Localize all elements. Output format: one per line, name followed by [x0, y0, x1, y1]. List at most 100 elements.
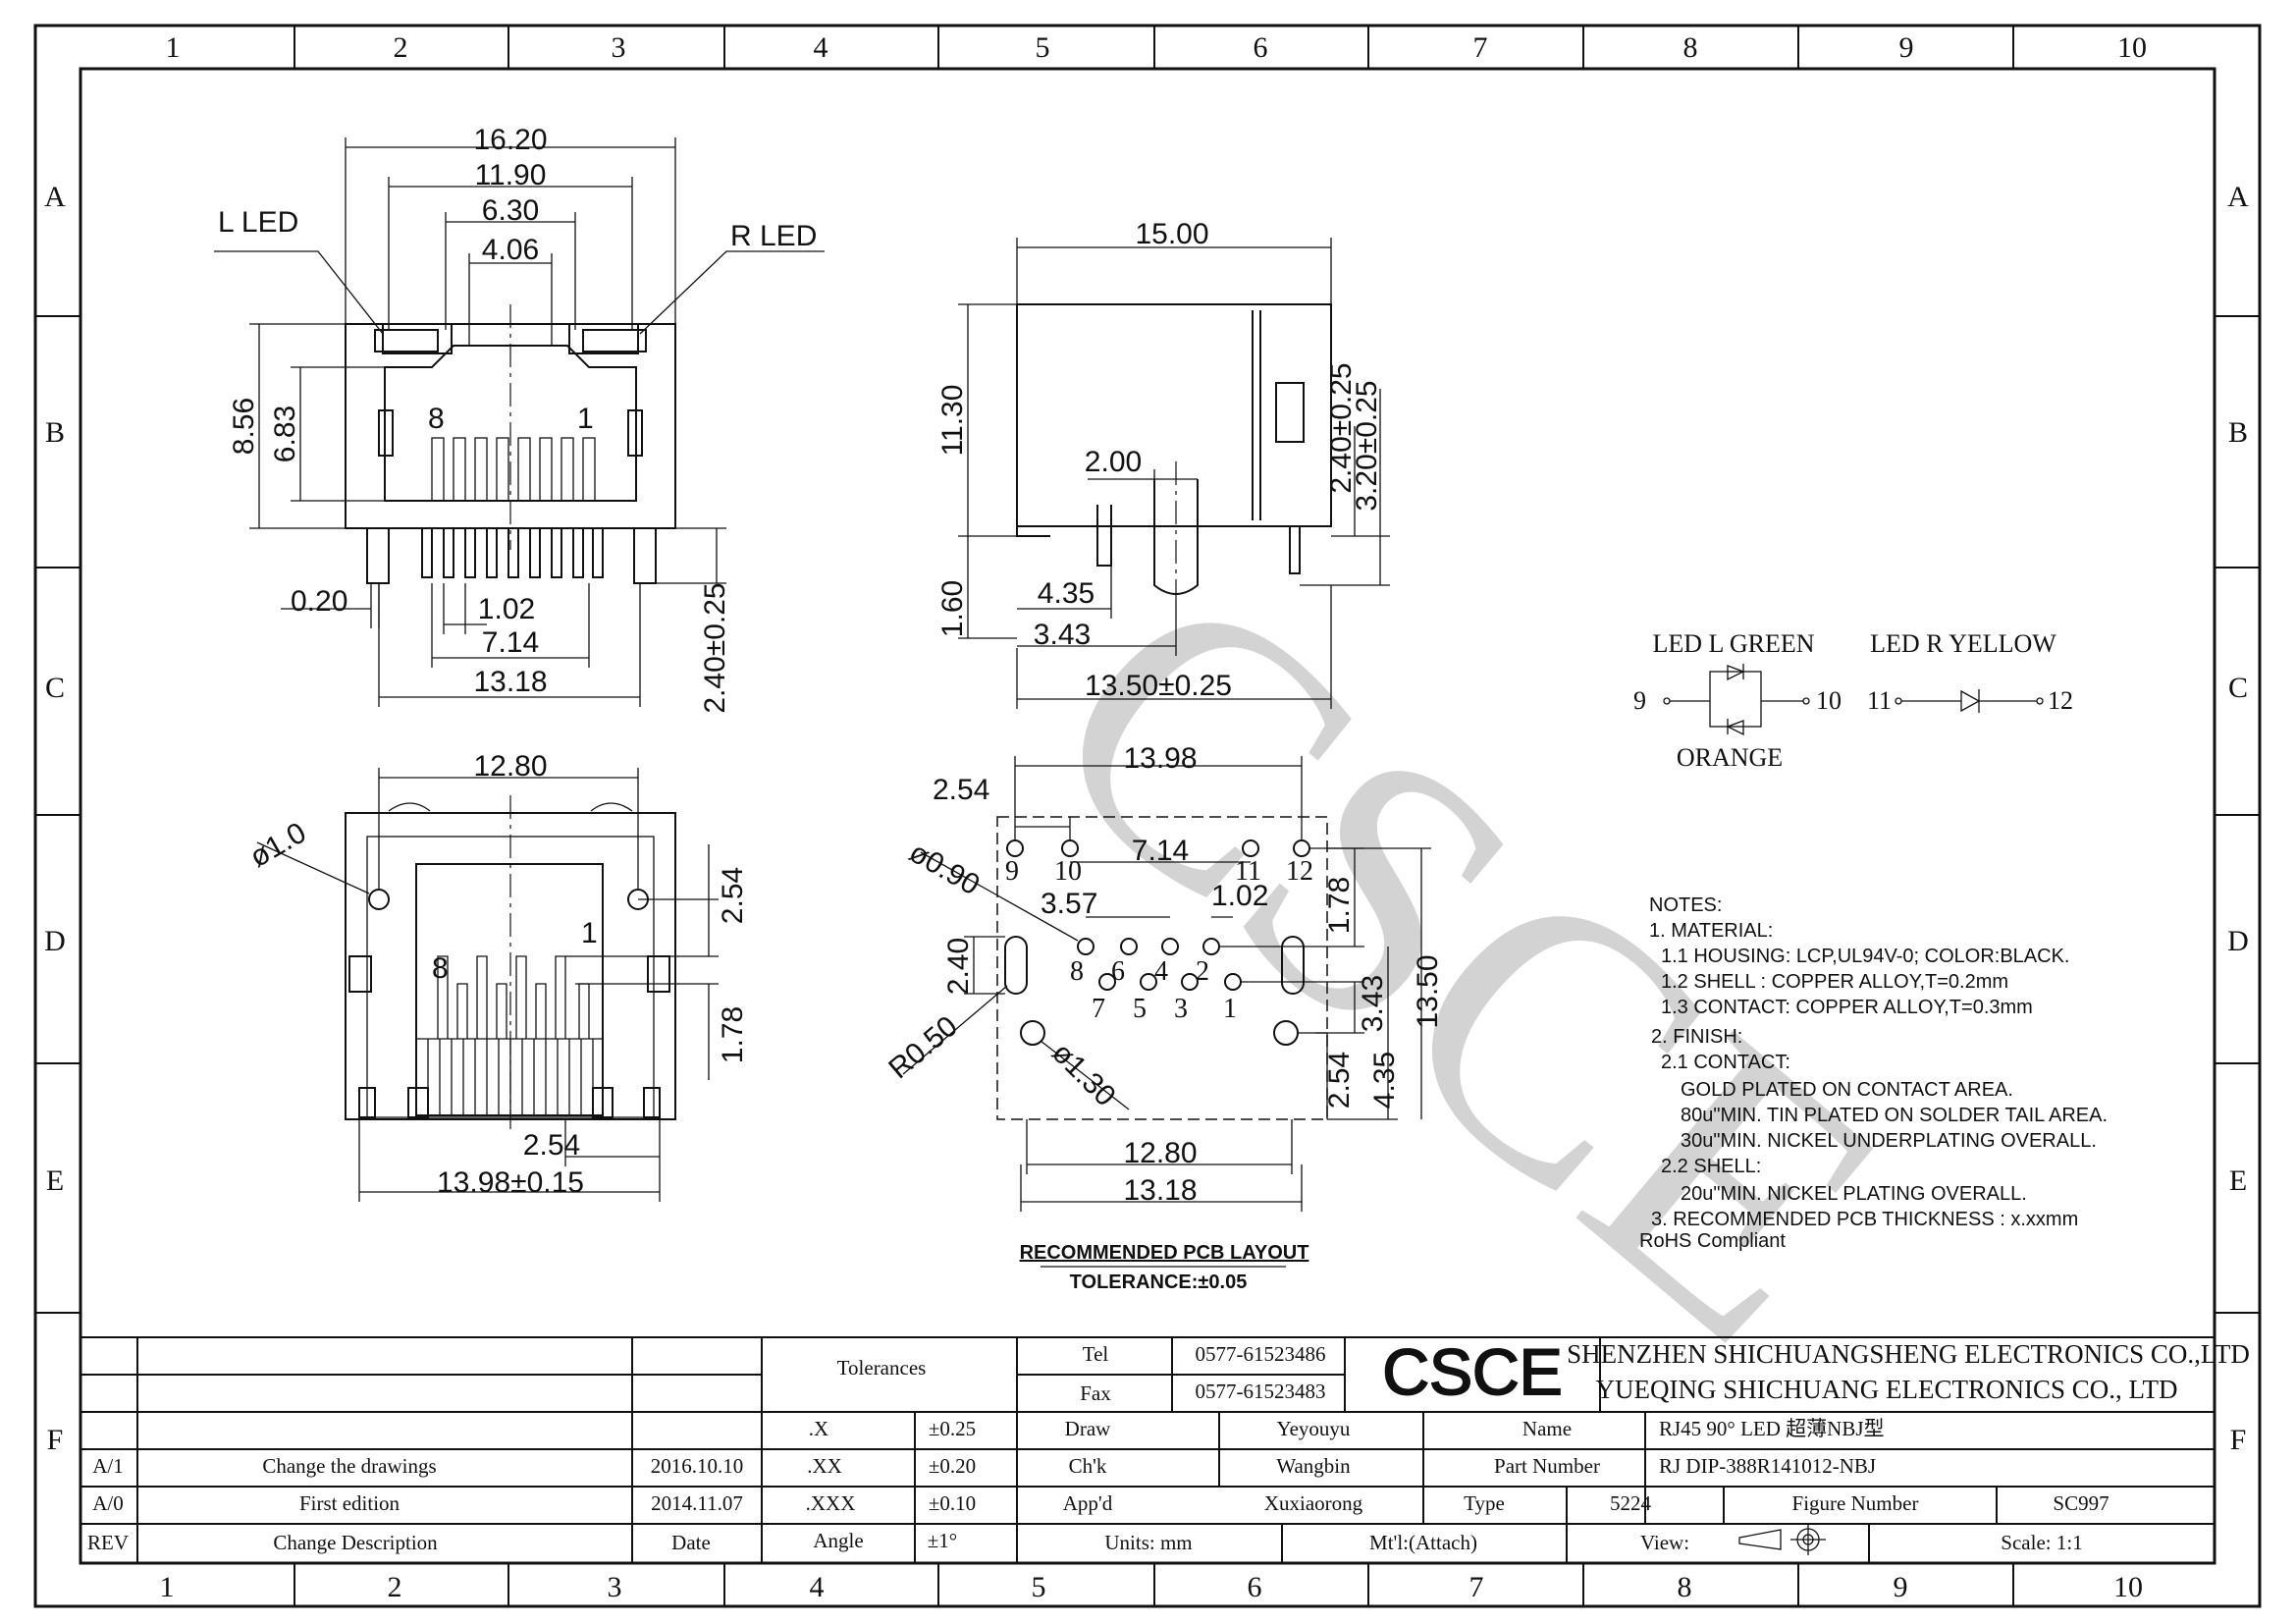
- rev-a0-desc: First edition: [299, 1491, 400, 1515]
- dim-2-54-bottom-v: 2.54: [717, 867, 749, 924]
- dim-6-30: 6.30: [482, 194, 539, 227]
- pcb-layout-caption: RECOMMENDED PCB LAYOUT: [1020, 1242, 1309, 1264]
- tol-angle-val: ±1°: [928, 1529, 957, 1552]
- tol-x-key: .X: [809, 1417, 828, 1440]
- col-7-bottom: 7: [1469, 1571, 1484, 1603]
- row-e-left: E: [46, 1164, 64, 1197]
- dim-hole-1-0: ø1.0: [244, 816, 311, 874]
- front-pin-1-label: 1: [577, 403, 594, 435]
- led-schematic: LED L GREEN LED R YELLOW ORANGE 9 10 11 …: [1633, 629, 2073, 772]
- rev-header: REV: [87, 1531, 129, 1554]
- approve-label: App'd: [1063, 1491, 1113, 1515]
- check-value: Wangbin: [1276, 1454, 1351, 1478]
- l-led-label: L LED: [218, 206, 298, 239]
- dim-16-20: 16.20: [473, 124, 547, 156]
- dim-12-80-bottom: 12.80: [473, 750, 547, 783]
- draw-label: Draw: [1065, 1417, 1111, 1440]
- dim-2-54-pcb: 2.54: [1323, 1052, 1356, 1109]
- figure-number-value: SC997: [2053, 1491, 2109, 1515]
- row-f-right: F: [2230, 1424, 2247, 1456]
- note-1-1: 1.1 HOUSING: LCP,UL94V-0; COLOR:BLACK.: [1661, 946, 2069, 967]
- note-2-1-b: 80u"MIN. TIN PLATED ON SOLDER TAIL AREA.: [1681, 1105, 2108, 1126]
- pcb-pin-10: 10: [1054, 856, 1082, 887]
- dim-hole-1-30: ø1.30: [1045, 1037, 1122, 1113]
- view-label: View:: [1640, 1531, 1689, 1554]
- col-1-top: 1: [166, 31, 181, 64]
- note-1-2: 1.2 SHELL : COPPER ALLOY,T=0.2mm: [1661, 971, 2008, 993]
- note-2-1-a: GOLD PLATED ON CONTACT AREA.: [1681, 1079, 2013, 1101]
- part-number-value: RJ DIP-388R141012-NBJ: [1659, 1454, 1876, 1478]
- tol-xx-key: .XX: [807, 1454, 842, 1478]
- note-1: 1. MATERIAL:: [1649, 920, 1773, 942]
- note-2-2-a: 20u"MIN. NICKEL PLATING OVERALL.: [1681, 1183, 2027, 1205]
- dim-3-43-side: 3.43: [1034, 619, 1091, 651]
- tel-label: Tel: [1083, 1342, 1109, 1366]
- dim-4-35-pcb: 4.35: [1368, 1052, 1401, 1109]
- col-8-bottom: 8: [1678, 1571, 1692, 1603]
- dim-11-90: 11.90: [475, 159, 547, 191]
- col-4-top: 4: [814, 31, 828, 64]
- name-label: Name: [1522, 1417, 1572, 1440]
- dim-2-40-side: 2.40±0.25: [1325, 362, 1358, 493]
- dim-7-14-pcb: 7.14: [1132, 835, 1189, 867]
- pcb-pin-7: 7: [1092, 994, 1105, 1024]
- front-view: 8 1 L LED R LED 16.20 11.90 6.30 4.06 8.…: [214, 124, 825, 714]
- part-number-label: Part Number: [1494, 1454, 1600, 1478]
- dim-2-40-pcb: 2.40: [942, 938, 975, 995]
- note-2: 2. FINISH:: [1651, 1026, 1742, 1048]
- desc-header: Change Description: [273, 1531, 438, 1554]
- col-4-bottom: 4: [810, 1571, 825, 1603]
- col-3-top: 3: [612, 31, 626, 64]
- dim-1-02-pcb: 1.02: [1211, 880, 1268, 912]
- dim-1-78-pcb: 1.78: [1323, 877, 1356, 934]
- dim-13-98-pcb: 13.98: [1123, 742, 1197, 775]
- pcb-pin-5: 5: [1133, 994, 1147, 1024]
- dim-4-35-side: 4.35: [1038, 577, 1095, 610]
- dim-r0-50: R0.50: [882, 1010, 964, 1086]
- dim-4-06: 4.06: [482, 234, 539, 266]
- led-pin-12: 12: [2048, 686, 2073, 715]
- pcb-pin-3: 3: [1174, 994, 1188, 1024]
- r-led-label: R LED: [730, 220, 817, 252]
- front-pin-8-label: 8: [428, 403, 445, 435]
- notes-title: NOTES:: [1649, 894, 1722, 916]
- tol-xx-val: ±0.20: [929, 1454, 976, 1478]
- dim-2-54-bottom: 2.54: [523, 1129, 580, 1162]
- dim-13-18-pcb: 13.18: [1123, 1174, 1197, 1207]
- zone-ticks: [35, 26, 2260, 1606]
- title-block-grid: [80, 1336, 2215, 1563]
- company-name-1: SHENZHEN SHICHUANGSHENG ELECTRONICS CO.,…: [1567, 1339, 2250, 1369]
- col-9-top: 9: [1899, 31, 1914, 64]
- col-6-bottom: 6: [1248, 1571, 1262, 1603]
- tol-x-val: ±0.25: [929, 1417, 976, 1440]
- dim-3-57: 3.57: [1041, 888, 1097, 920]
- led-left-title: LED L GREEN: [1652, 629, 1814, 658]
- rev-a0: A/0: [92, 1491, 124, 1515]
- pcb-pin-9: 9: [1005, 856, 1019, 887]
- dim-1-02: 1.02: [478, 593, 535, 625]
- row-b-left: B: [45, 416, 65, 449]
- dim-6-83: 6.83: [269, 406, 301, 462]
- col-2-bottom: 2: [388, 1571, 402, 1603]
- led-pin-9: 9: [1633, 686, 1646, 715]
- dim-3-20-side: 3.20±0.25: [1351, 380, 1383, 511]
- dim-15-00: 15.00: [1135, 218, 1208, 250]
- tol-xxx-key: .XXX: [806, 1491, 856, 1515]
- rev-a0-date: 2014.11.07: [651, 1491, 743, 1515]
- col-10-top: 10: [2117, 31, 2147, 64]
- zone-labels: 1 2 3 4 5 6 7 8 9 10 1 2 3 4 5 6 7 8 9 1…: [44, 31, 2249, 1603]
- figure-number-label: Figure Number: [1792, 1491, 1919, 1515]
- dim-11-30: 11.30: [936, 385, 969, 457]
- tol-angle-key: Angle: [813, 1529, 863, 1552]
- dim-0-20: 0.20: [291, 585, 347, 618]
- pcb-pin-6: 6: [1111, 956, 1125, 987]
- scale-label: Scale: 1:1: [2001, 1531, 2082, 1554]
- dim-12-80-pcb: 12.80: [1123, 1137, 1197, 1169]
- col-10-bottom: 10: [2113, 1571, 2143, 1603]
- tol-xxx-val: ±0.10: [929, 1491, 976, 1515]
- draw-value: Yeyouyu: [1277, 1417, 1351, 1440]
- pcb-pin-4: 4: [1154, 956, 1168, 987]
- note-2-2: 2.2 SHELL:: [1661, 1156, 1761, 1177]
- dim-2-40-front: 2.40±0.25: [699, 582, 731, 713]
